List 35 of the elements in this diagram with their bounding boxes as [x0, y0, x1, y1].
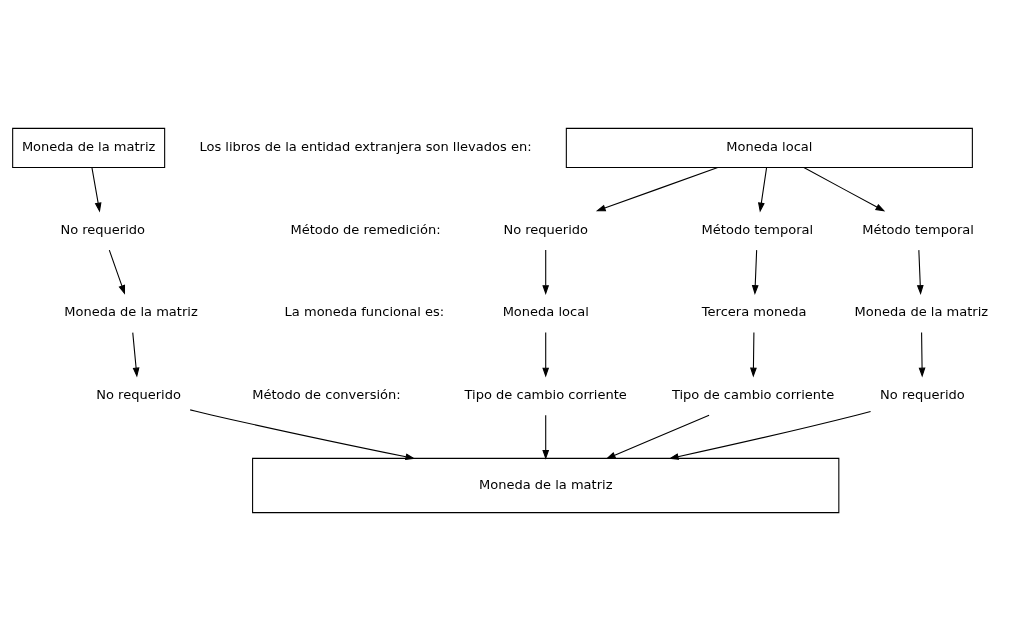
node-text: Moneda de la matriz	[64, 303, 198, 319]
node-text: No requerido	[503, 221, 589, 237]
node-box: Moneda de la matriz	[252, 457, 840, 513]
arrow	[916, 249, 924, 295]
arrow	[605, 414, 710, 459]
node-text: Método temporal	[701, 221, 814, 237]
node-text: No requerido	[60, 221, 146, 237]
node-text: Moneda de la matriz	[854, 303, 989, 319]
label: Método de conversión:	[252, 386, 401, 402]
arrow	[542, 331, 550, 377]
node-box: Moneda de la matriz	[12, 127, 166, 168]
arrow	[91, 166, 102, 212]
arrow	[668, 410, 872, 460]
arrow	[189, 408, 416, 460]
node-text: No requerido	[880, 386, 965, 402]
label: Los libros de la entidad extranjera son llevados en:	[199, 138, 532, 154]
arrow	[750, 331, 757, 377]
arrow	[542, 249, 550, 295]
arrow	[108, 249, 126, 295]
arrow	[803, 166, 886, 212]
arrow	[757, 166, 768, 212]
arrow	[595, 166, 719, 211]
node-box: Moneda local	[565, 127, 973, 168]
arrow	[542, 414, 550, 460]
label: La moneda funcional es:	[284, 303, 445, 319]
arrow	[132, 331, 140, 377]
node-text: No requerido	[96, 386, 181, 402]
arrow	[918, 331, 926, 377]
node-text: Tipo de cambio corriente	[671, 386, 835, 402]
arrow	[751, 249, 759, 295]
node-text: Tipo de cambio corriente	[464, 386, 627, 402]
label: Método de remedición:	[290, 221, 441, 237]
node-text: Moneda local	[502, 303, 589, 319]
node-text: Método temporal	[862, 221, 974, 237]
node-text: Tercera moneda	[701, 303, 807, 319]
